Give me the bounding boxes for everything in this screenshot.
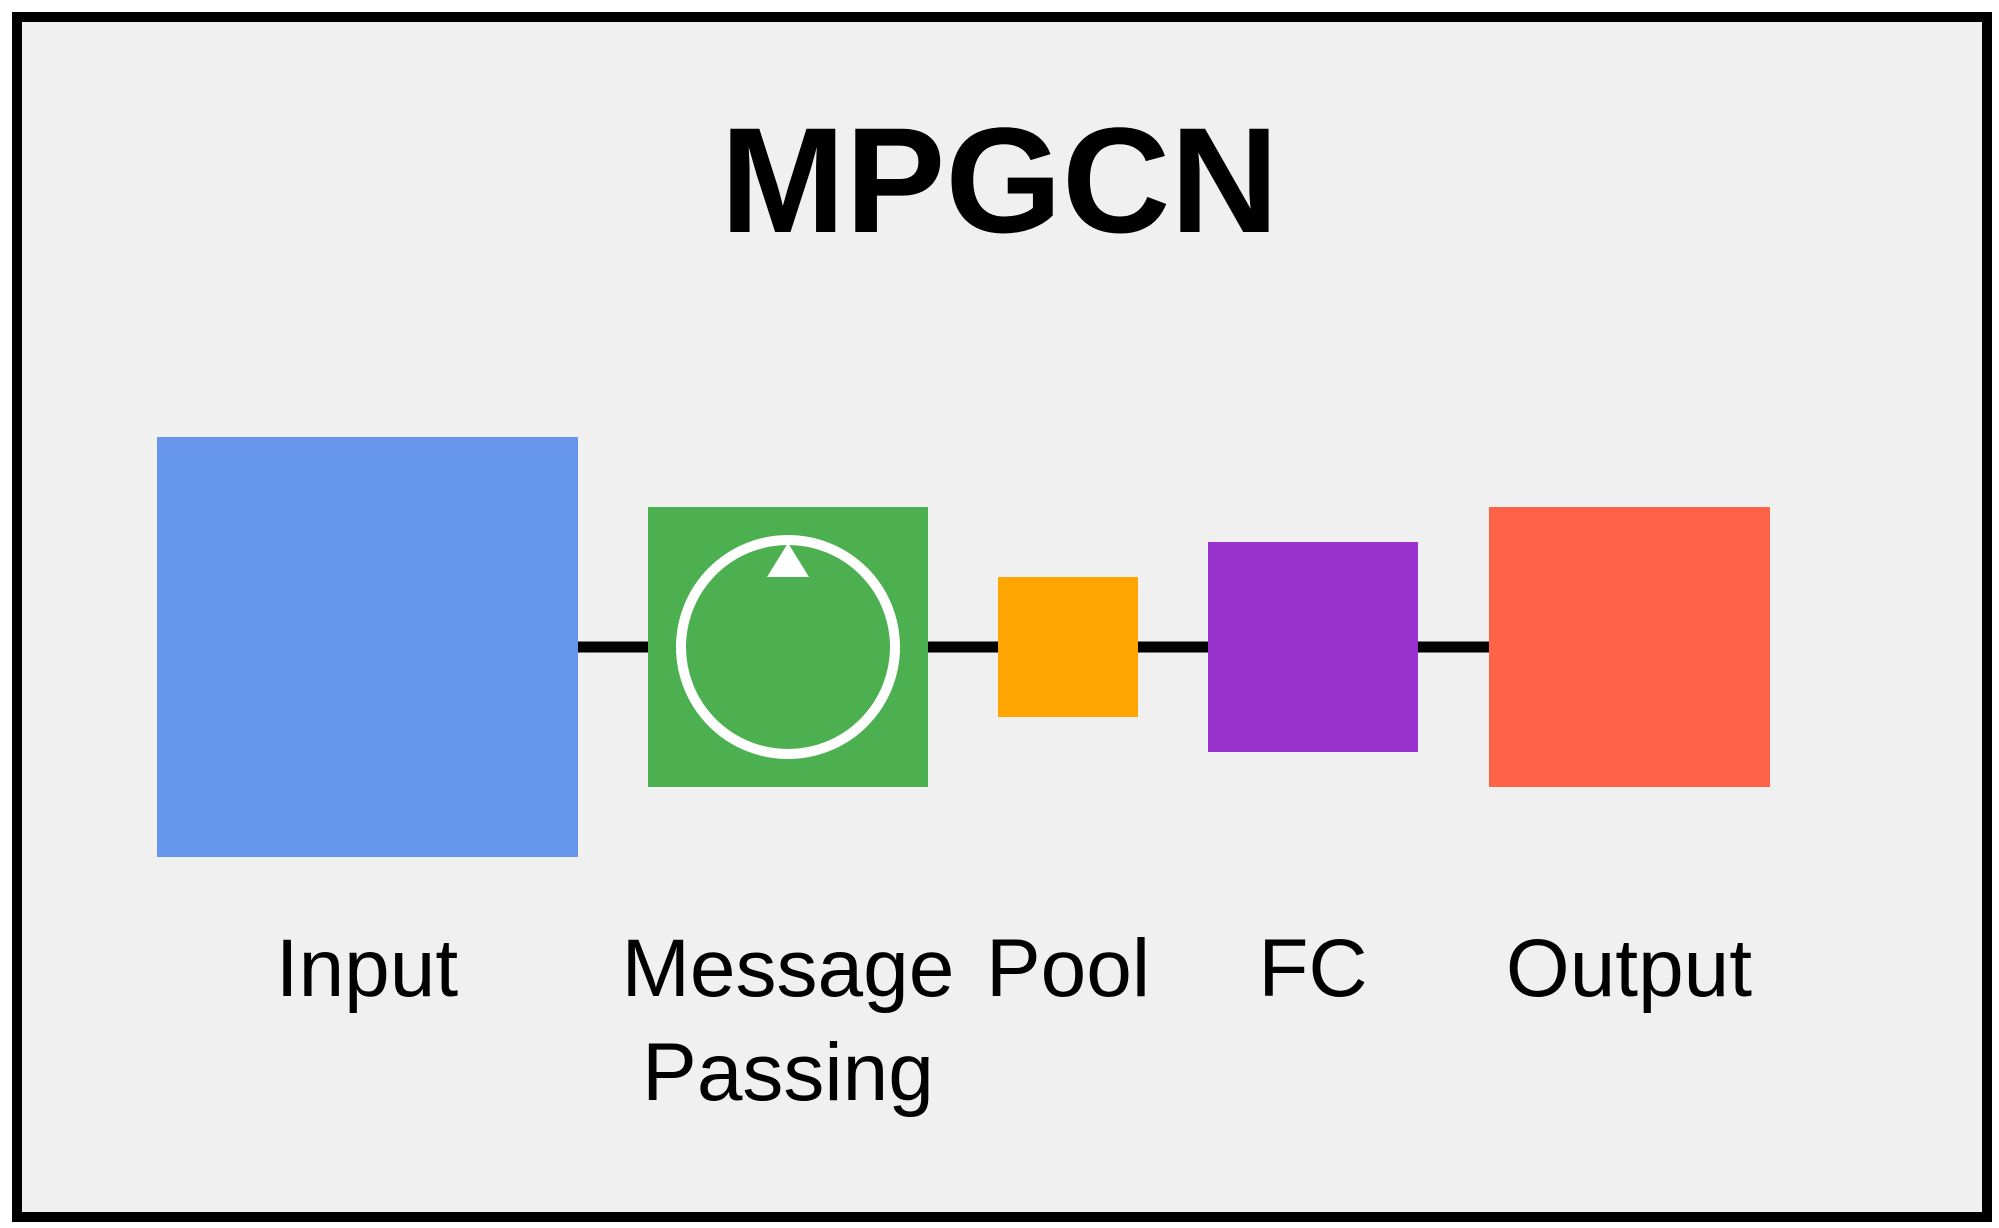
pool-label: Pool (985, 923, 1151, 1014)
fc-label: FC (1258, 923, 1368, 1014)
message-passing-label-line-2: Passing (642, 1027, 934, 1118)
input-layer-block (157, 437, 578, 857)
diagram-title: MPGCN (720, 96, 1279, 264)
fc-layer-block (1208, 542, 1418, 752)
icon-ring (676, 535, 900, 759)
circular-arrow-icon (676, 535, 900, 759)
message-passing-label-line-1: Message (621, 923, 955, 1014)
input-label: Input (275, 923, 459, 1014)
output-label: Output (1505, 923, 1753, 1014)
message-passing-label: Message Passing (608, 917, 968, 1125)
pool-layer-block (998, 577, 1138, 717)
icon-arrowhead (767, 543, 809, 577)
output-layer-block (1489, 507, 1770, 787)
